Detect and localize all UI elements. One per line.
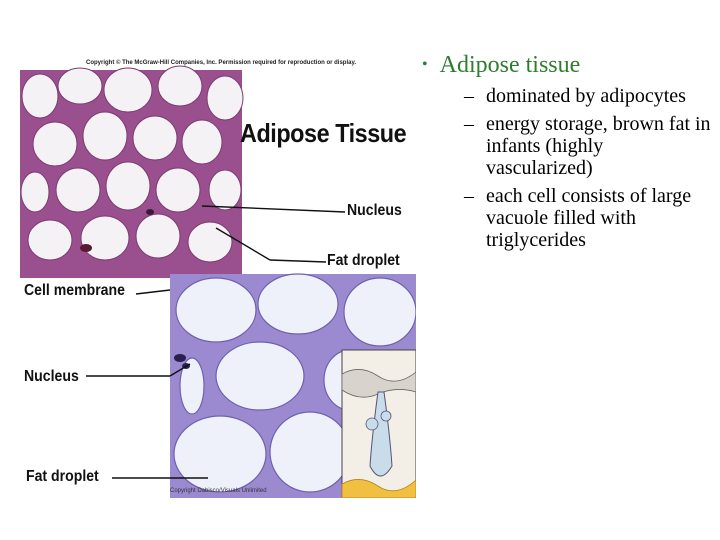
sub-bullet-text: energy storage, brown fat in infants (hi… [486,113,711,179]
sub-bullet-text: each cell consists of large vacuole fill… [486,185,692,251]
bullet-text-area: • Adipose tissue – dominated by adipocyt… [422,52,712,257]
bullet-dot-icon: • [422,56,428,73]
dash-icon: – [464,113,474,135]
figure-copyright: Copyright © The McGraw-Hill Companies, I… [86,60,357,66]
main-bullet: • Adipose tissue [422,52,712,79]
histology-micrograph-image [20,65,416,498]
sub-bullet-text: dominated by adipocytes [486,85,686,107]
sub-bullet-item: – each cell consists of large vacuole fi… [422,185,712,251]
label-fat-droplet-bottom: Fat droplet [26,468,99,485]
sub-bullet-list: – dominated by adipocytes – energy stora… [422,85,712,251]
label-cell-membrane: Cell membrane [24,282,125,299]
label-nucleus-bottom: Nucleus [24,368,79,385]
sub-bullet-item: – dominated by adipocytes [422,85,712,107]
figure-credit: Copyright Dabisco/Visuals Unlimited [170,488,267,494]
dash-icon: – [464,85,474,107]
main-bullet-text: Adipose tissue [439,52,581,78]
label-fat-droplet-top: Fat droplet [327,252,400,269]
sub-bullet-item: – energy storage, brown fat in infants (… [422,113,712,179]
adipose-tissue-figure: Copyright © The McGraw-Hill Companies, I… [20,56,416,498]
figure-title: Adipose Tissue [240,118,407,148]
dash-icon: – [464,185,474,207]
label-nucleus-top: Nucleus [347,202,402,219]
